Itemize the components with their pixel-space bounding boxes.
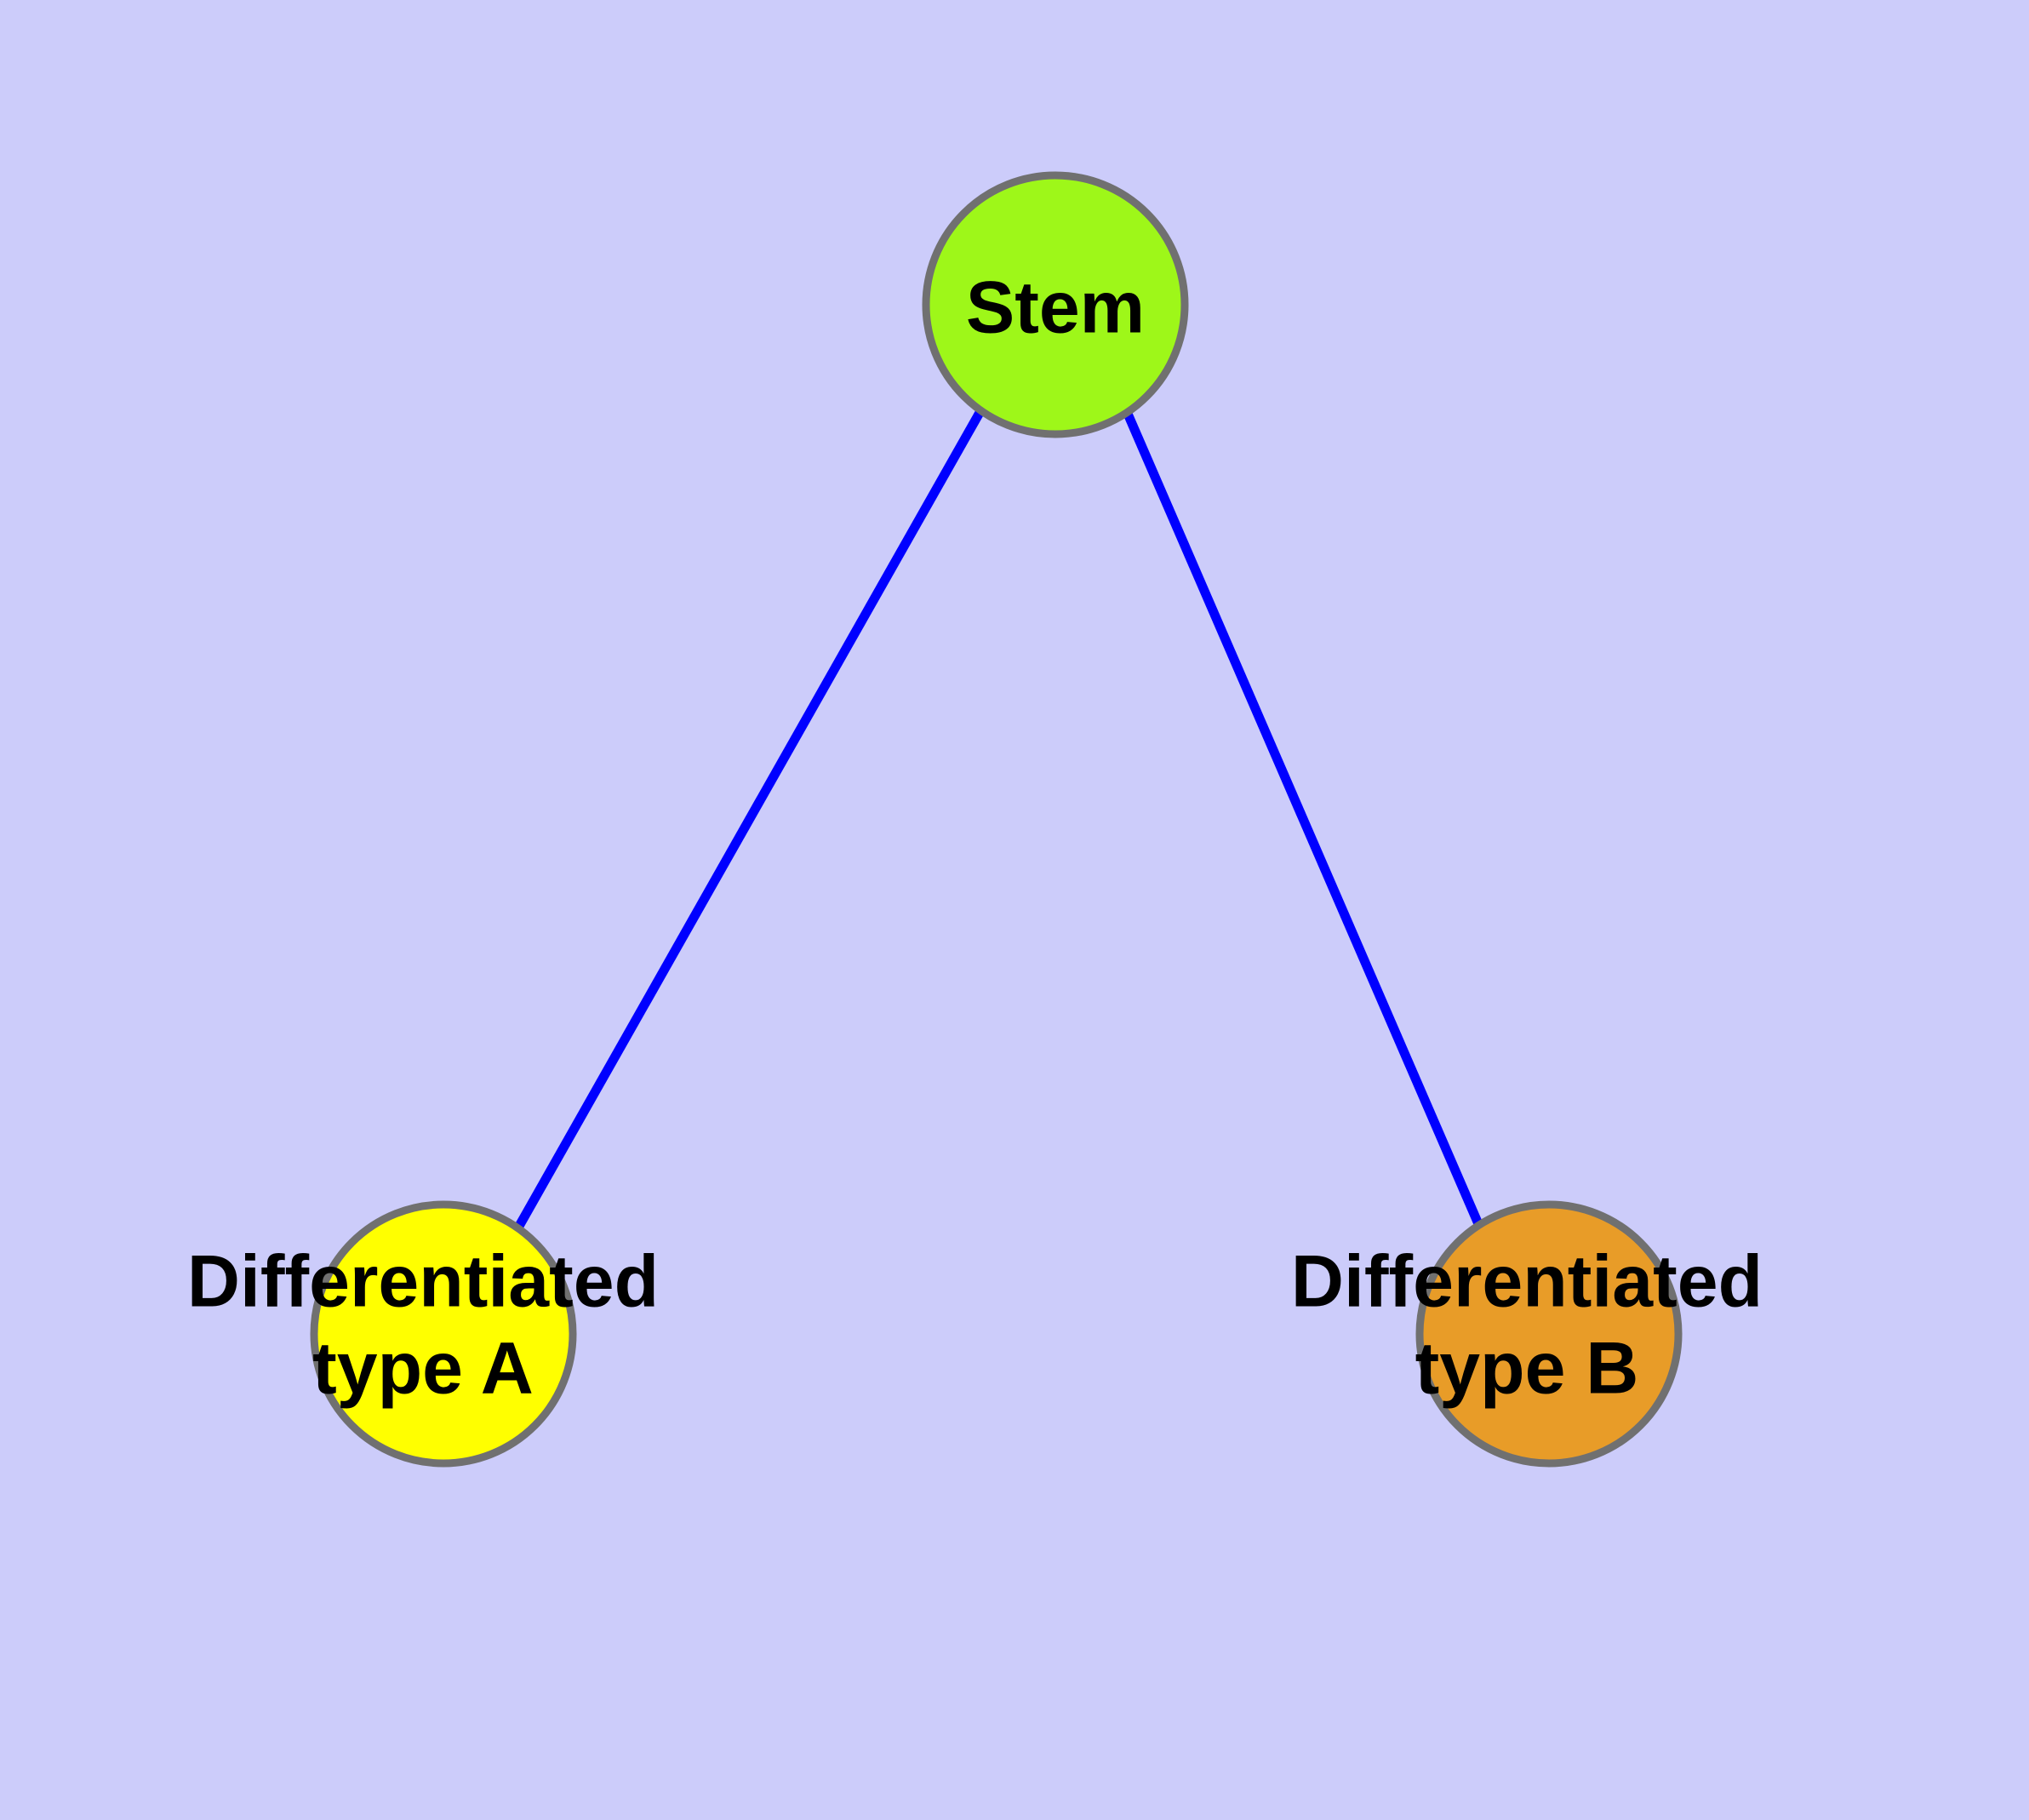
node-circle-differentiated-type-b[interactable] <box>1415 1200 1683 1468</box>
node-differentiated-type-b[interactable] <box>1415 1200 1683 1468</box>
node-differentiated-type-a[interactable] <box>310 1200 577 1468</box>
node-label-differentiated-type-b-line1: Differentiated <box>1291 1241 1763 1323</box>
node-circle-differentiated-type-a[interactable] <box>310 1200 577 1468</box>
node-label-differentiated-type-b-line2: type B <box>1415 1328 1639 1410</box>
label-group: Stem Differentiated type A Differentiate… <box>187 267 1763 1410</box>
node-label-stem: Stem <box>966 267 1145 349</box>
edge-stem-to-differentiated-type-b[interactable] <box>1123 411 1484 1228</box>
node-label-differentiated-type-a-line1: Differentiated <box>187 1241 659 1323</box>
edge-group <box>514 409 1484 1230</box>
node-stem[interactable] <box>922 171 1189 438</box>
node-label-differentiated-type-a-line2: type A <box>312 1328 534 1410</box>
edge-stem-to-differentiated-type-a[interactable] <box>514 409 985 1230</box>
node-circle-stem[interactable] <box>922 171 1189 438</box>
